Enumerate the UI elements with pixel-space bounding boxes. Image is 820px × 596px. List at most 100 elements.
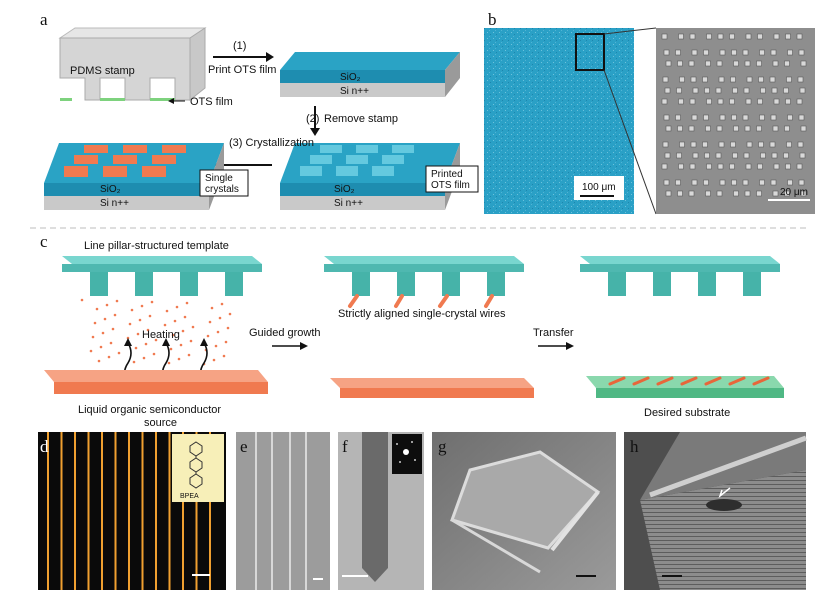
panel-label-g: g [438,437,447,456]
crystal-dot [704,87,710,94]
ots-slab-top: SiO₂ Si n++ [280,52,460,97]
template-left [62,256,262,296]
crystal-dot [676,87,682,94]
aligned-wires-label: Strictly aligned single-crystal wires [338,308,506,320]
crystal-dot [730,141,736,148]
crystal-dot [716,125,723,132]
crystal-dot [786,141,792,148]
crystal-dot [729,33,735,40]
crystal-dot [742,49,749,56]
single-crystals-label-1: Single [205,173,233,184]
panel-label-e: e [240,437,248,456]
crystal-dot [677,60,683,67]
crystal-dot [733,125,739,132]
vapor-particle [107,355,111,359]
vapor-particle [117,351,121,355]
step3-text: (3) Crystallization [229,137,314,149]
crystal-dot [800,190,807,197]
template-title: Line pillar-structured template [84,240,229,252]
step2-text: Remove stamp [324,113,398,125]
panel-label-a: a [40,10,48,29]
crystal-dot [745,33,752,40]
crystal-dot [664,87,671,94]
vapor-particle [169,347,173,351]
vapor-particle [152,352,156,356]
crystal-dot [692,152,699,159]
crystal-dot [758,141,764,148]
crystal-dot [706,33,712,40]
step1-number: (1) [233,40,246,52]
crystal-dot [756,190,762,197]
crystal-dot [759,49,765,56]
vapor-particle [177,357,181,361]
crystal-dot [703,49,709,56]
step2-number: (2) [306,113,319,125]
crystal-dot [784,60,790,67]
pdms-stamp-label: PDMS stamp [70,65,135,77]
vapor-particle [165,309,169,313]
vapor-particle [183,315,187,319]
crystal-dot [772,60,779,67]
crystal-dot [742,114,749,121]
crystal-dot [772,125,779,132]
crystal-dot [676,152,682,159]
crystal-dot [770,179,777,186]
crystal-dot [787,179,793,186]
crystal-dot [706,163,712,170]
vapor-particle [179,343,183,347]
crystal-dot [689,33,696,40]
crystal-dot [717,33,724,40]
crystal-dot [785,33,791,40]
panel-e: e [236,432,330,590]
crystal-dot [719,179,726,186]
crystal-dot [716,60,723,67]
vapor-particle [93,321,97,325]
crystal-dot [773,33,780,40]
crystal-dot [757,163,763,170]
vapor-particle [214,344,218,348]
crystal-dots [661,33,807,197]
crystal-dot [787,114,793,121]
crystal-dot [661,163,668,170]
crystal-dot [733,60,739,67]
crystal-dot [769,141,776,148]
si-label-1: Si n++ [340,86,369,97]
crystal-dot [758,76,764,83]
vapor-particle [130,308,134,312]
desired-substrate-slab [586,376,784,398]
crystal-dot [677,190,683,197]
vapor-particle [132,360,136,364]
vapor-particle [144,342,148,346]
crystal-dot [665,125,672,132]
crystal-dot [799,152,806,159]
crystal-dot [689,98,696,105]
vapor-particle [113,313,117,317]
vapor-particle [115,299,119,303]
crystal-dot [704,152,710,159]
sem-wires-image [236,432,330,590]
crystal-dot [757,33,763,40]
crystal-dot [798,49,805,56]
sio2-label-1: SiO₂ [340,72,361,83]
crystal-dot [665,60,672,67]
crystal-dot [690,141,697,148]
crystal-dot [798,114,805,121]
panel-label-d: d [40,437,49,456]
vapor-particle [185,301,189,305]
crystal-dot [702,141,708,148]
crystal-dot [702,76,708,83]
sio2-label-3: SiO₂ [100,184,121,195]
panel-label-b: b [488,10,497,29]
printed-ots-label-2: OTS film [431,180,470,191]
si-label-3: Si n++ [100,198,129,209]
crystal-dot [744,190,751,197]
crystal-dot [677,125,683,132]
crystal-dot [719,49,726,56]
single-crystals-label-2: crystals [205,184,239,195]
template-right [580,256,780,296]
crystal-dot [688,190,695,197]
crystal-dot [783,87,789,94]
crystal-dot [662,76,669,83]
crystal-dot [662,141,669,148]
